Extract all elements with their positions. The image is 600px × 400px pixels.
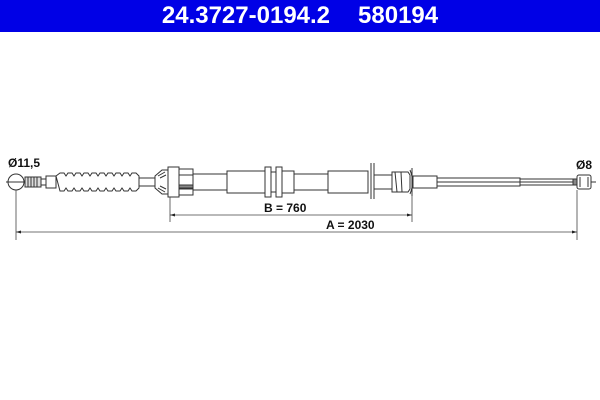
nipple-end-right bbox=[572, 174, 596, 190]
title-bar: 24.3727-0194.2 580194 bbox=[0, 0, 600, 32]
sheath-end-fitting bbox=[391, 168, 438, 196]
ball-end-left bbox=[6, 173, 57, 191]
collet-fitting bbox=[154, 166, 194, 198]
bellows-boot bbox=[55, 172, 140, 192]
left-diameter-label: Ø11,5 bbox=[8, 156, 41, 170]
right-diameter-label: Ø8 bbox=[576, 158, 593, 172]
part-number: 24.3727-0194.2 bbox=[161, 2, 331, 29]
dimension-a-label: A = 2030 bbox=[326, 218, 375, 232]
dimension-b-label: B = 760 bbox=[264, 201, 307, 215]
reference-number: 580194 bbox=[358, 2, 439, 29]
